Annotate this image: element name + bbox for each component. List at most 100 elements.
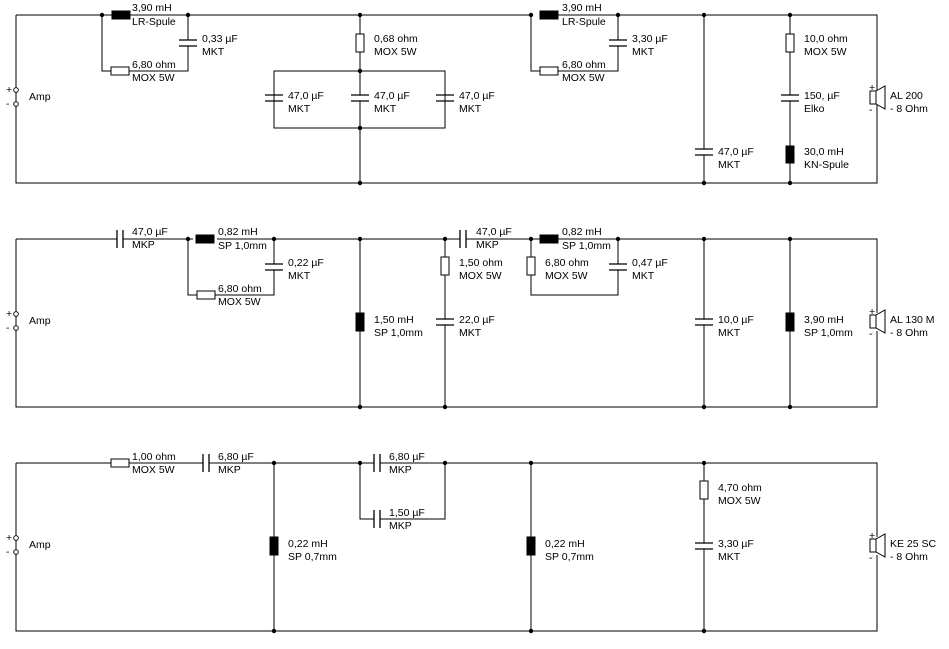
capacitor-0-33uf: 0,33 µF MKT xyxy=(179,33,238,58)
type-label: SP 1,0mm xyxy=(218,240,267,252)
amp-terminal: + - Amp xyxy=(6,532,51,558)
type-label: MKT xyxy=(202,46,225,58)
value-label: 4,70 ohm xyxy=(718,482,762,494)
value-label: 3,90 mH xyxy=(132,2,172,14)
value-label: 47,0 µF xyxy=(132,226,168,238)
type-label: MOX 5W xyxy=(218,296,261,308)
minus-sign: - xyxy=(6,322,10,334)
type-label: MKP xyxy=(389,464,412,476)
type-label: Elko xyxy=(804,103,825,115)
type-label: MOX 5W xyxy=(132,72,175,84)
resistor-6-80ohm: 6,80 ohm MOX 5W xyxy=(196,283,262,308)
capacitor-0-22uf: 0,22 µF MKT xyxy=(265,257,324,282)
capacitor-6-80uf: 6,80 µF MKP xyxy=(202,451,254,476)
inductor-3-90mh: 3,90 mH SP 1,0mm xyxy=(785,312,853,339)
type-label: SP 1,0mm xyxy=(374,327,423,339)
type-label: MKT xyxy=(632,46,655,58)
capacitor-10-0uf: 10,0 µF MKT xyxy=(695,314,754,339)
value-label: 1,00 ohm xyxy=(132,451,176,463)
type-label: MKT xyxy=(718,159,741,171)
resistor-6-80ohm-2: 6,80 ohm MOX 5W xyxy=(539,59,606,84)
type-label: MOX 5W xyxy=(804,46,847,58)
amp-label: Amp xyxy=(29,91,51,103)
speaker-plus: + xyxy=(869,82,875,94)
value-label: 0,22 µF xyxy=(288,257,324,269)
circuit-2: + - Amp 47,0 µF MKP 0,82 mH SP 1,0mm 0,2… xyxy=(6,226,935,410)
value-label: 6,80 ohm xyxy=(132,59,176,71)
value-label: 47,0 µF xyxy=(288,90,324,102)
resistor-1-00ohm: 1,00 ohm MOX 5W xyxy=(110,451,176,476)
type-label: MOX 5W xyxy=(562,72,605,84)
capacitor-47uf-mkp: 47,0 µF MKP xyxy=(459,226,512,251)
value-label: 47,0 µF xyxy=(459,90,495,102)
value-label: 47,0 µF xyxy=(374,90,410,102)
value-label: 0,22 mH xyxy=(545,538,585,550)
type-label: MOX 5W xyxy=(545,270,588,282)
capacitor-1-50uf: 1,50 µF MKP xyxy=(373,507,425,532)
speaker-plus: + xyxy=(869,306,875,318)
resistor-10-0ohm: 10,0 ohm MOX 5W xyxy=(785,33,848,58)
inductor-0-82mh: 0,82 mH SP 1,0mm xyxy=(195,226,267,252)
capacitor-47uf-b: 47,0 µF MKT xyxy=(351,90,410,115)
value-label: 3,30 µF xyxy=(718,538,754,550)
capacitor-47uf-shunt: 47,0 µF MKT xyxy=(695,146,754,171)
circuit-1: + - Amp 3,90 mH LR-Spule 0,33 µF MKT 6,8… xyxy=(6,2,928,186)
amp-label: Amp xyxy=(29,315,51,327)
type-label: MKT xyxy=(632,270,655,282)
type-label: MKT xyxy=(718,327,741,339)
value-label: 3,90 mH xyxy=(804,314,844,326)
value-label: 10,0 µF xyxy=(718,314,754,326)
amp-label: Amp xyxy=(29,539,51,551)
capacitor-150uf: 150, µF Elko xyxy=(781,90,840,115)
amp-terminal: + - Amp xyxy=(6,84,51,110)
speaker-icon: + - AL 200 - 8 Ohm xyxy=(869,82,928,116)
inductor-0-82mh-2: 0,82 mH SP 1,0mm xyxy=(539,226,611,252)
speaker-icon: + - KE 25 SC - 8 Ohm xyxy=(869,530,937,564)
type-label: MOX 5W xyxy=(459,270,502,282)
speaker-impedance: - 8 Ohm xyxy=(890,103,928,115)
type-label: MKT xyxy=(459,103,482,115)
value-label: 22,0 µF xyxy=(459,314,495,326)
speaker-model: KE 25 SC xyxy=(890,538,937,550)
inductor-30-0mh: 30,0 mH KN-Spule xyxy=(785,145,849,171)
capacitor-22-0uf: 22,0 µF MKT xyxy=(436,314,495,339)
value-label: 6,80 µF xyxy=(218,451,254,463)
value-label: 0,47 µF xyxy=(632,257,668,269)
value-label: 10,0 ohm xyxy=(804,33,848,45)
type-label: MKP xyxy=(218,464,241,476)
resistor-4-70ohm: 4,70 ohm MOX 5W xyxy=(699,480,762,507)
plus-sign: + xyxy=(6,308,12,320)
inductor-3-90mh-2: 3,90 mH LR-Spule xyxy=(539,2,606,28)
minus-sign: - xyxy=(6,98,10,110)
capacitor-3-30uf: 3,30 µF MKT xyxy=(609,33,668,58)
capacitor-47uf-series: 47,0 µF MKP xyxy=(116,226,168,251)
type-label: SP 0,7mm xyxy=(545,551,594,563)
type-label: SP 1,0mm xyxy=(804,327,853,339)
speaker-minus: - xyxy=(869,104,873,116)
inductor-0-22mh: 0,22 mH SP 0,7mm xyxy=(269,536,337,563)
type-label: MKT xyxy=(374,103,397,115)
type-label: MKT xyxy=(459,327,482,339)
value-label: 1,50 ohm xyxy=(459,257,503,269)
speaker-model: AL 130 M xyxy=(890,314,935,326)
value-label: 3,30 µF xyxy=(632,33,668,45)
inductor-0-22mh-2: 0,22 mH SP 0,7mm xyxy=(526,536,594,563)
speaker-model: AL 200 xyxy=(890,90,923,102)
speaker-minus: - xyxy=(869,328,873,340)
value-label: 150, µF xyxy=(804,90,840,102)
value-label: 0,33 µF xyxy=(202,33,238,45)
type-label: MKP xyxy=(476,239,499,251)
type-label: MKT xyxy=(718,551,741,563)
speaker-minus: - xyxy=(869,552,873,564)
resistor-6-80ohm-2: 6,80 ohm MOX 5W xyxy=(526,256,589,282)
value-label: 47,0 µF xyxy=(476,226,512,238)
value-label: 6,80 ohm xyxy=(562,59,606,71)
capacitor-6-80uf-2: 6,80 µF MKP xyxy=(373,451,425,476)
type-label: MOX 5W xyxy=(718,495,761,507)
value-label: 30,0 mH xyxy=(804,146,844,158)
capacitor-0-47uf: 0,47 µF MKT xyxy=(609,257,668,282)
type-label: LR-Spule xyxy=(562,16,606,28)
value-label: 0,68 ohm xyxy=(374,33,418,45)
type-label: SP 1,0mm xyxy=(562,240,611,252)
resistor-6-80ohm: 6,80 ohm MOX 5W xyxy=(110,59,176,84)
